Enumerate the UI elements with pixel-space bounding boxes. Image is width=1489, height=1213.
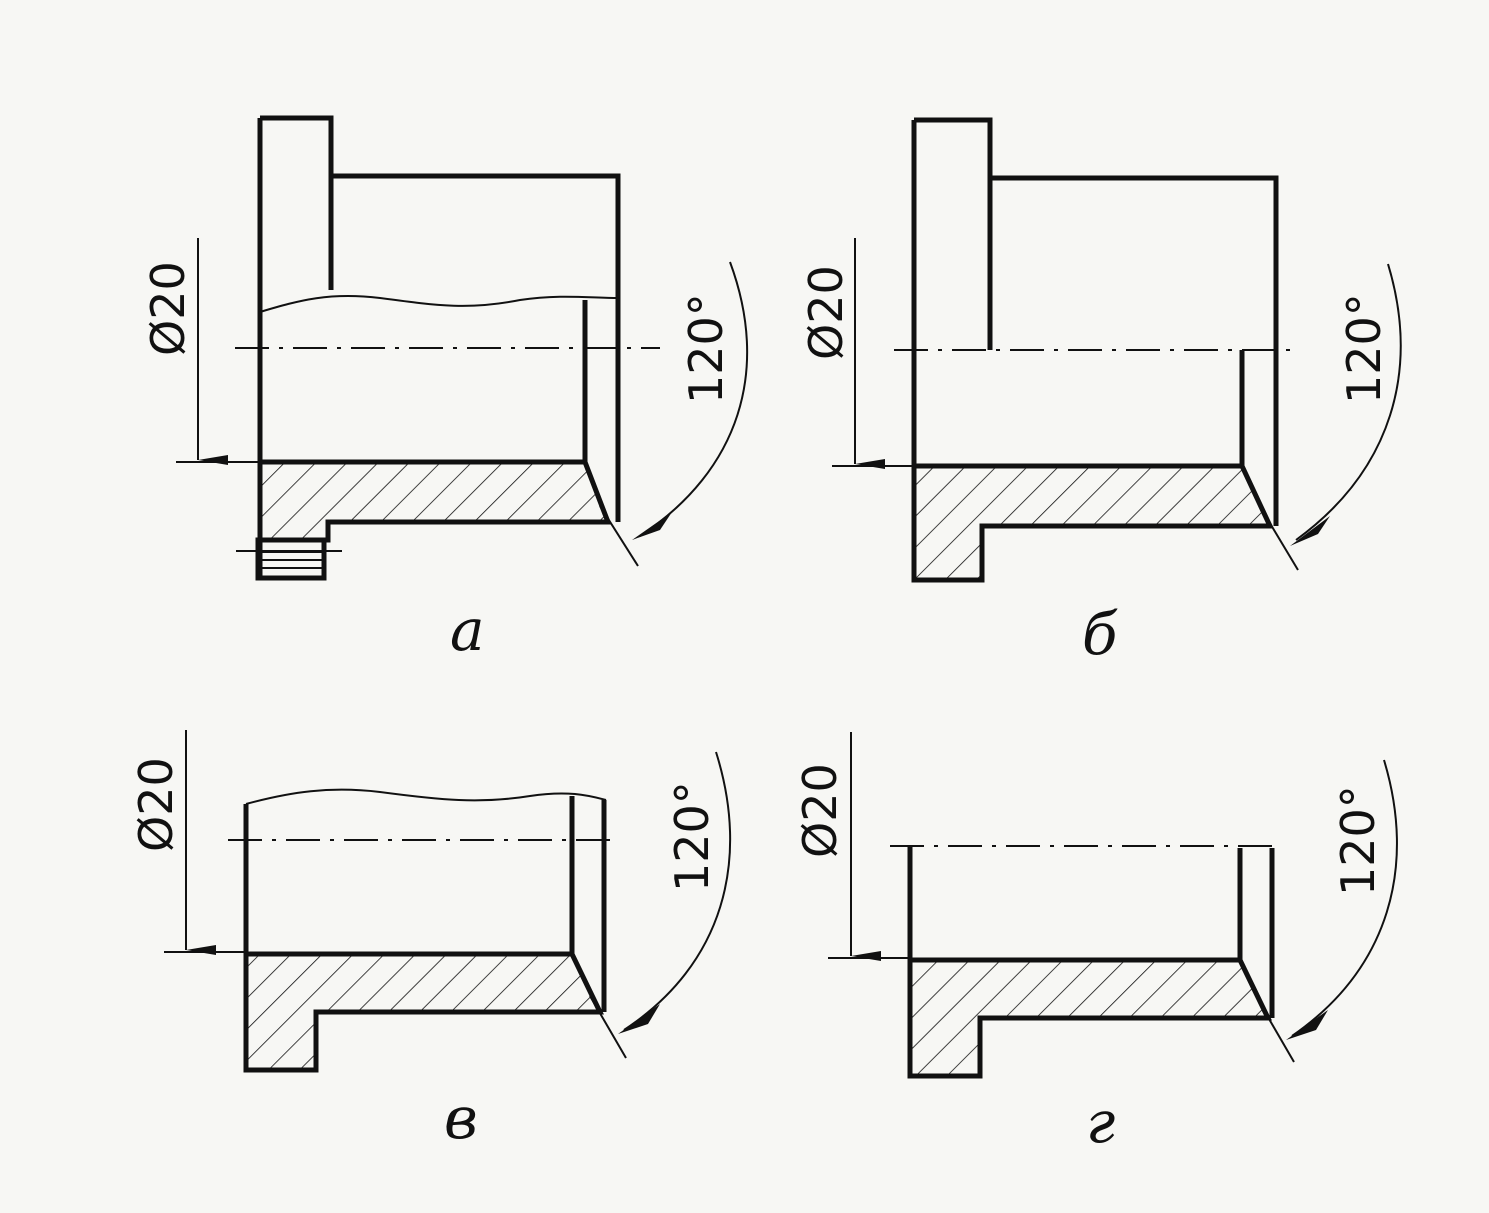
figure-a-break-line (259, 294, 619, 313)
figure-a: Ø20 120° а (141, 115, 749, 664)
figure-g-section (907, 957, 1272, 1079)
figure-g-diameter-label: Ø20 (793, 763, 847, 858)
figure-b-section (911, 463, 1274, 583)
figure-v-angle-arrowhead (618, 1004, 660, 1034)
figure-g: Ø20 120° г (793, 732, 1398, 1156)
figure-b-angle-label: 120° (1337, 293, 1391, 404)
figure-a-angle-arc (639, 261, 749, 537)
figure-a-angle-label: 120° (679, 293, 733, 404)
figure-g-angle-label: 120° (1331, 785, 1385, 896)
figure-a-caption: а (450, 596, 485, 664)
figure-v-angle-arc (623, 751, 732, 1031)
figure-a-threaded-end (255, 537, 327, 581)
figure-v: Ø20 120° в (129, 730, 732, 1152)
figure-g-angle-arrowhead (1286, 1010, 1328, 1040)
figure-g-caption: г (1086, 1088, 1115, 1156)
figure-a-angle-extension (599, 505, 639, 567)
figure-g-angle-arc (1291, 759, 1398, 1037)
figure-b-angle-arrowhead (1290, 516, 1330, 546)
figure-b: Ø20 120° б (799, 117, 1402, 668)
figure-a-diameter-label: Ø20 (141, 261, 195, 356)
figure-v-angle-extension (589, 995, 627, 1059)
figure-v-caption: в (444, 1084, 478, 1152)
figure-v-angle-label: 120° (665, 781, 719, 892)
figure-g-angle-extension (1257, 999, 1295, 1063)
figure-v-diameter-label: Ø20 (129, 757, 183, 852)
figure-v-break-line (245, 788, 607, 805)
figure-v-section (243, 951, 604, 1073)
figure-b-caption: б (1082, 600, 1118, 668)
figure-a-angle-arrowhead (632, 512, 672, 540)
figure-b-angle-extension (1261, 509, 1299, 571)
figure-b-diameter-label: Ø20 (799, 265, 853, 360)
figure-a-section (257, 459, 612, 543)
figure-b-angle-arc (1295, 263, 1402, 541)
